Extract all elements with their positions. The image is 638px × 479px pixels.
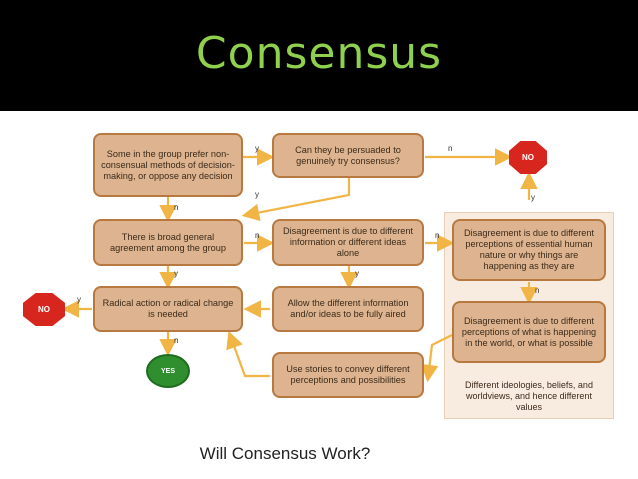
no-terminal-left: NO [23,293,65,326]
box-human-nature: Disagreement is due to different percept… [452,219,606,281]
edge-label: n [435,231,440,240]
diagram-caption: Will Consensus Work? [199,444,371,463]
edge-label: y [355,269,359,278]
box-can-they-be-persuaded: Can they be persuaded to genuinely try c… [272,133,424,178]
edge-label: n [174,203,179,212]
side-note: Different ideologies, beliefs, and world… [465,380,593,412]
box-different-information: Disagreement is due to different informa… [272,219,424,266]
edge-label: y [77,295,81,304]
arrow-b9-b6 [226,330,270,378]
edge-label: y [255,190,259,199]
yes-terminal: YES [146,354,190,388]
box-what-is-happening: Disagreement is due to different percept… [452,301,606,363]
title-bar: Consensus [0,0,638,111]
edge-label: y [531,193,535,202]
edge-label: n [174,336,179,345]
edge-label: n [535,286,540,295]
box-non-consensual: Some in the group prefer non-consensual … [93,133,243,197]
arrow-b8-b9 [420,334,453,383]
box-use-stories: Use stories to convey different percepti… [272,352,424,398]
box-radical-action: Radical action or radical change is need… [93,286,243,332]
arrow-b2-b3 [241,178,351,222]
no-terminal-top: NO [509,141,547,174]
box-allow-different-information: Allow the different information and/or i… [272,286,424,332]
edge-label: n [255,231,260,240]
slide-title: Consensus [195,28,443,79]
edge-label: y [174,269,178,278]
edge-label: y [255,144,259,153]
edge-label: n [448,144,453,153]
box-broad-agreement: There is broad general agreement among t… [93,219,243,266]
